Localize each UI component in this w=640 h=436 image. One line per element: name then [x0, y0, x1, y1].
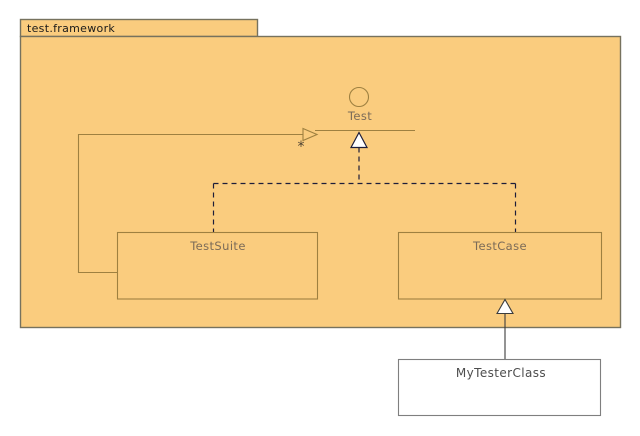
class-testcase-label: TestCase — [472, 239, 527, 253]
interface-lollipop-icon[interactable] — [348, 86, 370, 108]
open-arrowhead-icon — [302, 127, 319, 142]
class-testsuite[interactable]: TestSuite — [116, 231, 319, 300]
package-name-label: test.framework — [27, 22, 115, 35]
class-mytesterclass-label: MyTesterClass — [456, 366, 546, 380]
generalization-mytesterclass-to-testcase[interactable] — [496, 298, 514, 360]
interface-test[interactable]: Test — [315, 86, 415, 132]
class-testcase[interactable]: TestCase — [397, 231, 603, 300]
class-testcase-box[interactable] — [397, 231, 603, 300]
association-line[interactable] — [77, 133, 304, 274]
class-mytesterclass[interactable]: MyTesterClass — [397, 358, 602, 417]
realization-links-to-test[interactable] — [212, 131, 517, 233]
association-testsuite-to-test[interactable]: * — [77, 127, 319, 274]
class-testsuite-label: TestSuite — [189, 239, 246, 253]
multiplicity-label: * — [298, 139, 305, 155]
class-testsuite-box[interactable] — [116, 231, 319, 300]
class-mytesterclass-box[interactable] — [397, 358, 602, 417]
interface-name-label: Test — [347, 109, 372, 123]
